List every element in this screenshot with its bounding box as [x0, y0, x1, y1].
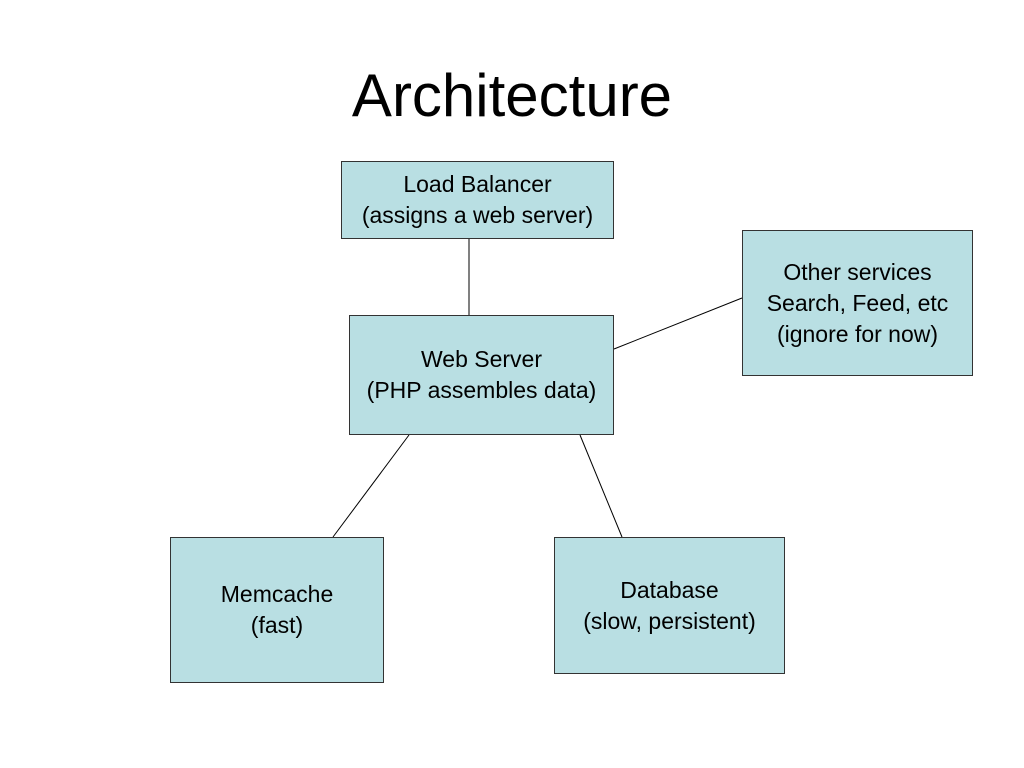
node-label-line: (assigns a web server)	[361, 202, 594, 228]
node-other-services: Other services Search, Feed, etc (ignore…	[742, 230, 973, 376]
node-label-line: Memcache	[220, 581, 334, 607]
node-label-line: Load Balancer	[403, 171, 552, 197]
node-web-server: Web Server (PHP assembles data)	[349, 315, 614, 435]
connector-web-server-other-services	[613, 297, 743, 350]
slide-title: Architecture	[351, 62, 673, 129]
node-label-line: (ignore for now)	[776, 320, 939, 347]
node-label-line: Web Server	[420, 346, 542, 372]
node-database: Database (slow, persistent)	[554, 537, 785, 674]
node-label-line: (slow, persistent)	[583, 607, 756, 634]
node-label-line: Other services	[783, 258, 932, 285]
node-label-line: (PHP assembles data)	[366, 377, 597, 403]
connector-web-server-database	[579, 434, 623, 538]
node-load-balancer: Load Balancer (assigns a web server)	[341, 161, 614, 239]
node-memcache: Memcache (fast)	[170, 537, 384, 683]
node-label-line: Search, Feed, etc	[766, 289, 949, 316]
node-label-line: Database	[620, 576, 719, 603]
node-label-line: (fast)	[250, 612, 304, 638]
connector-web-server-memcache	[332, 434, 410, 538]
